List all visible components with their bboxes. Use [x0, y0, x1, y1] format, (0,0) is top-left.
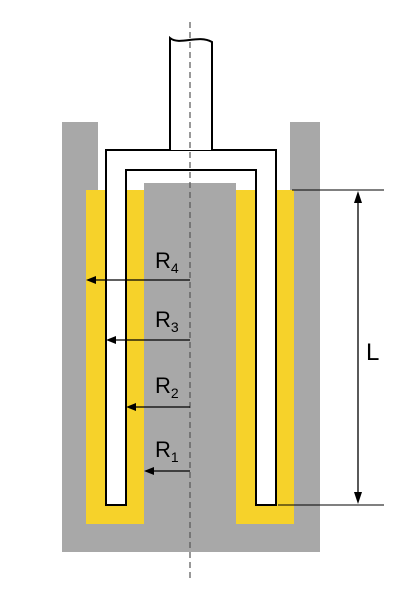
r3-label: R3 [155, 307, 179, 335]
r3-arrowhead [106, 336, 116, 344]
r1-arrowhead [144, 467, 154, 475]
l-label: L [366, 339, 379, 366]
r2-label: R2 [155, 373, 179, 401]
outer-cup [62, 122, 320, 552]
l-arrowhead-top [354, 191, 362, 203]
rotor-shaft [169, 35, 213, 150]
rotor-bob [105, 149, 277, 506]
r1-label: R1 [155, 437, 179, 465]
r4-arrowhead [86, 276, 96, 284]
r4-label: R4 [155, 248, 179, 276]
r2-arrowhead [126, 403, 136, 411]
l-arrowhead-bottom [354, 492, 362, 504]
